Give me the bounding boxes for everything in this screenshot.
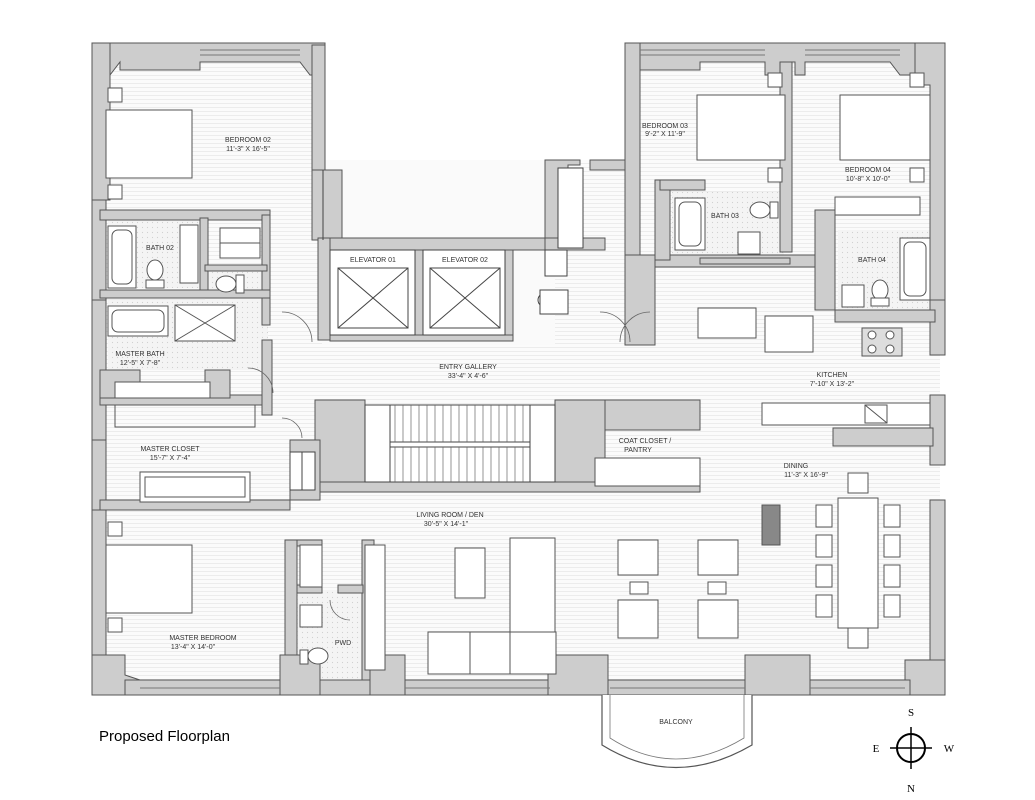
compass-w: W xyxy=(944,743,955,755)
label-bath03: BATH 03 xyxy=(711,213,739,220)
label-bedroom02-size: 11'-3" X 16'-5" xyxy=(226,146,270,153)
label-dining: DINING xyxy=(784,463,809,470)
label-bedroom03: BEDROOM 03 xyxy=(642,123,688,130)
compass-e: E xyxy=(873,743,880,755)
label-mastercloset-size: 15'-7" X 7'-4" xyxy=(150,455,191,462)
plan-title: Proposed Floorplan xyxy=(99,728,230,745)
label-masterbedroom-size: 13'-4" X 14'-0" xyxy=(171,644,216,651)
label-balcony: BALCONY xyxy=(659,719,693,726)
label-entrygallery-size: 33'-4" X 4'-6" xyxy=(448,373,489,380)
label-kitchen-size: 7'-10" X 13'-2" xyxy=(810,381,855,388)
compass-n: N xyxy=(907,783,915,795)
balcony-inner xyxy=(609,695,745,760)
label-elevator01: ELEVATOR 01 xyxy=(350,257,396,264)
compass-icon: S N E W xyxy=(873,707,955,795)
kitchen-fixtures xyxy=(114,307,931,503)
label-bedroom02: BEDROOM 02 xyxy=(225,137,271,144)
label-living-size: 30'-5" X 14'-1" xyxy=(424,521,469,528)
label-bath02: BATH 02 xyxy=(146,245,174,252)
furniture xyxy=(427,472,901,675)
compass-s: S xyxy=(908,707,914,719)
label-bedroom04: BEDROOM 04 xyxy=(845,167,891,174)
label-elevator02: ELEVATOR 02 xyxy=(442,257,488,264)
label-masterbath-size: 12'-5" X 7'-8" xyxy=(120,360,161,367)
label-bath04: BATH 04 xyxy=(858,257,886,264)
stair-treads xyxy=(394,405,524,482)
label-masterbedroom: MASTER BEDROOM xyxy=(169,635,236,642)
label-coatcloset: COAT CLOSET / xyxy=(619,438,672,445)
doors xyxy=(247,311,651,621)
walls xyxy=(91,42,946,696)
bed-icons xyxy=(105,72,931,633)
windows xyxy=(140,49,905,689)
label-coatcloset-2: PANTRY xyxy=(624,447,652,454)
balcony-outline xyxy=(601,695,753,768)
label-living: LIVING ROOM / DEN xyxy=(416,512,483,519)
room-labels: BEDROOM 02 11'-3" X 16'-5" BEDROOM 03 9'… xyxy=(115,123,891,726)
label-pwd: PWD xyxy=(335,640,351,647)
label-masterbath: MASTER BATH xyxy=(115,351,164,358)
label-bedroom03-size: 9'-2" X 11'-9" xyxy=(645,131,685,138)
label-dining-size: 11'-3" X 16'-9" xyxy=(784,472,828,479)
label-mastercloset: MASTER CLOSET xyxy=(140,446,200,453)
label-kitchen: KITCHEN xyxy=(817,372,848,379)
label-entrygallery: ENTRY GALLERY xyxy=(439,364,497,371)
label-bedroom04-size: 10'-8" X 10'-0" xyxy=(846,176,891,183)
bath-fixtures xyxy=(107,197,931,671)
